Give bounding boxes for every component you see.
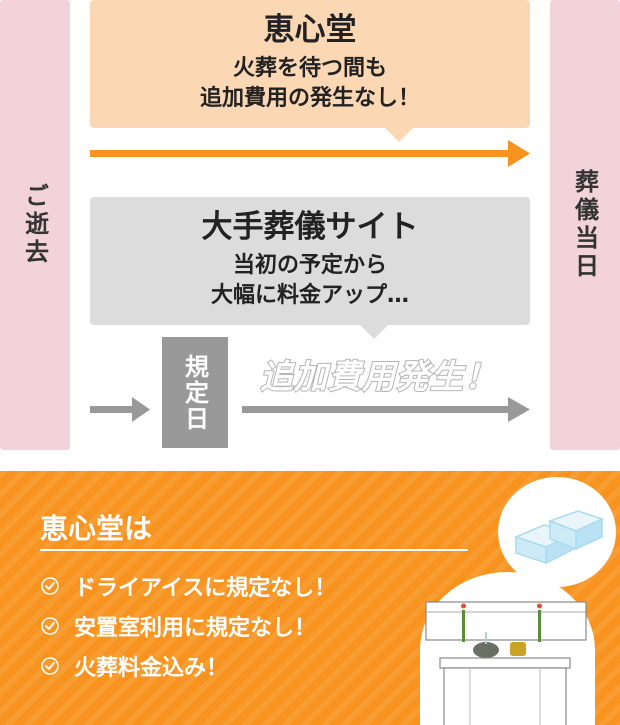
benefit-text: 安置室利用に規定なし！ <box>74 616 317 641</box>
timeline-arrows <box>90 140 530 422</box>
funeral-day-label: 葬儀当日 <box>570 169 599 281</box>
orange-timeline-arrow <box>90 140 530 167</box>
major-site-title: 大手葬儀サイト <box>201 209 419 245</box>
left-column-deceased: ご逝去 <box>0 0 70 450</box>
gray-arrow-to-funeral-day <box>242 397 530 422</box>
designated-day-box: 規定日 <box>162 337 228 448</box>
altar-illustration <box>420 572 595 725</box>
keishindo-callout: 恵心堂 火葬を待つ間も 追加費用の発生なし！ <box>90 0 530 142</box>
altar-icon <box>425 601 587 725</box>
benefit-text: ドライアイスに規定なし！ <box>74 576 337 601</box>
benefits-divider <box>40 549 468 551</box>
keishindo-line-1: 火葬を待つ間も <box>232 56 387 81</box>
extra-cost-label: 追加費用発生！ <box>259 356 498 397</box>
check-circle-icon <box>41 577 59 595</box>
keishindo-title: 恵心堂 <box>263 12 357 48</box>
right-column-funeral-day: 葬儀当日 <box>550 0 620 450</box>
list-item: ドライアイスに規定なし！ <box>40 566 336 606</box>
major-site-line-1: 当初の予定から <box>232 253 387 278</box>
benefits-title: 恵心堂は <box>40 512 153 545</box>
list-item: 安置室利用に規定なし！ <box>40 606 336 646</box>
dry-ice-illustration <box>498 477 616 587</box>
deceased-label: ご逝去 <box>20 183 49 267</box>
benefits-list: ドライアイスに規定なし！ 安置室利用に規定なし！ 火葬料金込み！ <box>40 566 336 686</box>
major-site-line-2: 大幅に料金アップ… <box>210 283 409 308</box>
keishindo-line-2: 追加費用の発生なし！ <box>199 86 420 111</box>
check-circle-icon <box>41 617 59 635</box>
check-circle-icon <box>41 657 59 675</box>
gray-arrow-to-kitei <box>90 397 150 422</box>
designated-day-label: 規定日 <box>180 353 209 432</box>
list-item: 火葬料金込み！ <box>40 646 336 686</box>
major-site-callout: 大手葬儀サイト 当初の予定から 大幅に料金アップ… <box>90 197 530 339</box>
benefit-text: 火葬料金込み！ <box>74 656 229 681</box>
dry-ice-icon <box>513 510 605 565</box>
